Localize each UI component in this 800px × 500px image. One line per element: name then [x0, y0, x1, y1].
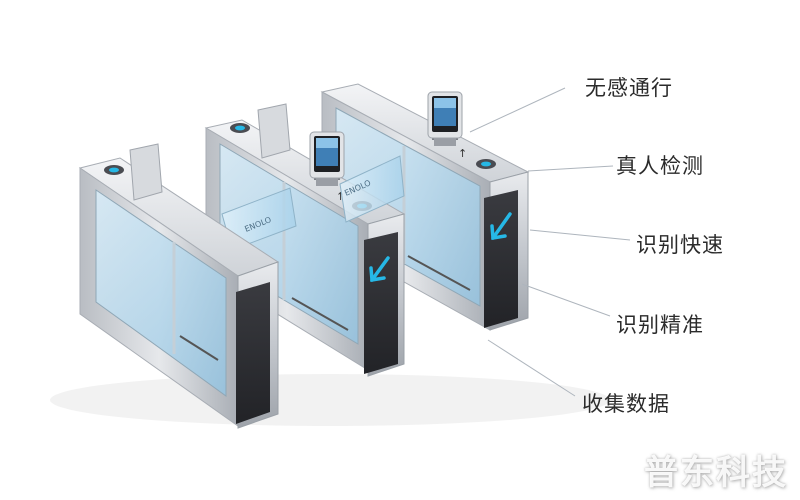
svg-text:↑: ↑: [458, 147, 467, 160]
face-terminal-middle: [309, 131, 345, 186]
camera-fin: [129, 103, 291, 201]
gate-cabinet-back: ↑: [320, 83, 530, 331]
floor-shadow: [50, 374, 610, 426]
svg-text:↑: ↑: [336, 190, 345, 203]
feature-label-accurate-recognition: 识别精准: [616, 313, 704, 337]
gate-cabinet-middle: ↑: [204, 119, 406, 377]
direction-arrow-back: [490, 212, 512, 241]
feature-label-seamless-pass: 无感通行: [585, 76, 673, 100]
direction-arrow-middle: [369, 256, 390, 283]
leader-lines: [469, 87, 631, 397]
feature-label-liveness-detection: 真人检测: [616, 154, 704, 178]
swing-wing-glass: ENOLO ENOLO: [221, 155, 405, 251]
brand-watermark: 普东科技: [644, 453, 788, 493]
feature-label-data-collection: 收集数据: [582, 392, 670, 416]
face-terminal-right: [427, 91, 463, 146]
gate-cabinet-front: [78, 157, 280, 429]
feature-label-fast-recognition: 识别快速: [636, 233, 724, 257]
